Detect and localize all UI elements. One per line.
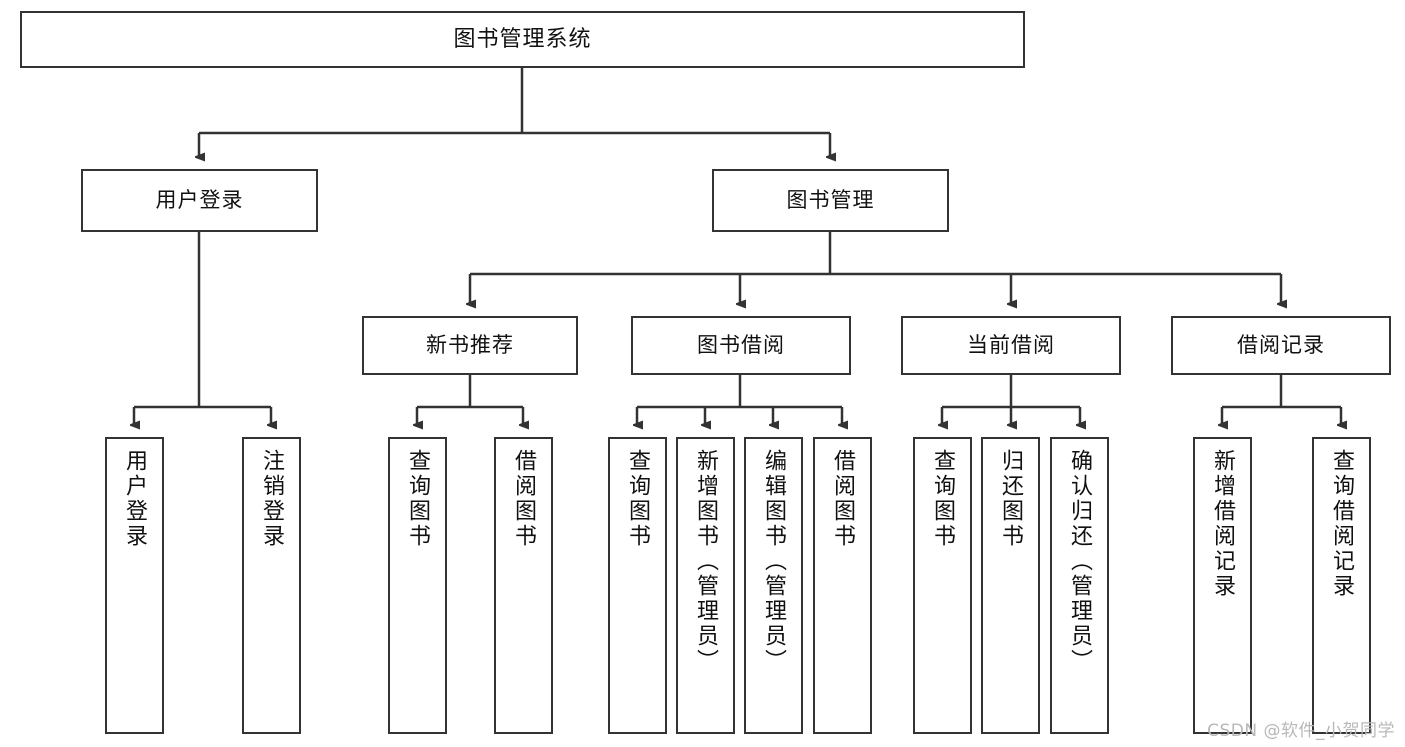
node-borrow-record[interactable]: 借阅记录: [1171, 316, 1391, 375]
node-label: 借阅记录: [1237, 333, 1325, 358]
node-label: 确认归还（管理员）: [1067, 449, 1093, 674]
leaf-current-confirm-return-admin[interactable]: 确认归还（管理员）: [1050, 437, 1109, 734]
node-label: 用户登录: [155, 188, 244, 213]
leaf-user-login-logout[interactable]: 注销登录: [242, 437, 301, 734]
node-root-system[interactable]: 图书管理系统: [20, 11, 1025, 68]
leaf-record-add-record[interactable]: 新增借阅记录: [1193, 437, 1252, 734]
node-new-book-recommend[interactable]: 新书推荐: [362, 316, 578, 375]
node-label: 查询图书: [405, 449, 431, 549]
node-label: 当前借阅: [967, 333, 1055, 358]
node-label: 借阅图书: [830, 449, 856, 549]
leaf-borrow-query-book[interactable]: 查询图书: [608, 437, 667, 734]
leaf-borrow-add-book-admin[interactable]: 新增图书（管理员）: [676, 437, 735, 734]
node-label: 借阅图书: [511, 449, 537, 549]
node-label: 查询借阅记录: [1329, 449, 1355, 599]
node-user-login[interactable]: 用户登录: [81, 169, 318, 232]
node-label: 归还图书: [998, 449, 1024, 549]
node-label: 图书借阅: [697, 333, 785, 358]
node-label: 查询图书: [625, 449, 651, 549]
node-current-borrow[interactable]: 当前借阅: [901, 316, 1121, 375]
node-label: 用户登录: [122, 449, 148, 549]
leaf-borrow-borrow-book[interactable]: 借阅图书: [813, 437, 872, 734]
leaf-borrow-edit-book-admin[interactable]: 编辑图书（管理员）: [744, 437, 803, 734]
node-label: 新增图书（管理员）: [693, 449, 719, 674]
leaf-recommend-query-book[interactable]: 查询图书: [388, 437, 447, 734]
node-label: 图书管理系统: [453, 26, 592, 52]
node-book-management[interactable]: 图书管理: [712, 169, 949, 232]
node-label: 编辑图书（管理员）: [761, 449, 787, 674]
leaf-recommend-borrow-book[interactable]: 借阅图书: [494, 437, 553, 734]
node-label: 图书管理: [786, 188, 875, 213]
node-book-borrow[interactable]: 图书借阅: [631, 316, 851, 375]
node-label: 查询图书: [930, 449, 956, 549]
node-label: 注销登录: [259, 449, 285, 549]
watermark: CSDN @软件_小贺同学: [1207, 721, 1395, 741]
leaf-record-query-record[interactable]: 查询借阅记录: [1312, 437, 1371, 734]
node-label: 新书推荐: [426, 333, 514, 358]
leaf-current-query-book[interactable]: 查询图书: [913, 437, 972, 734]
leaf-user-login-login[interactable]: 用户登录: [105, 437, 164, 734]
node-label: 新增借阅记录: [1210, 449, 1236, 599]
leaf-current-return-book[interactable]: 归还图书: [981, 437, 1040, 734]
